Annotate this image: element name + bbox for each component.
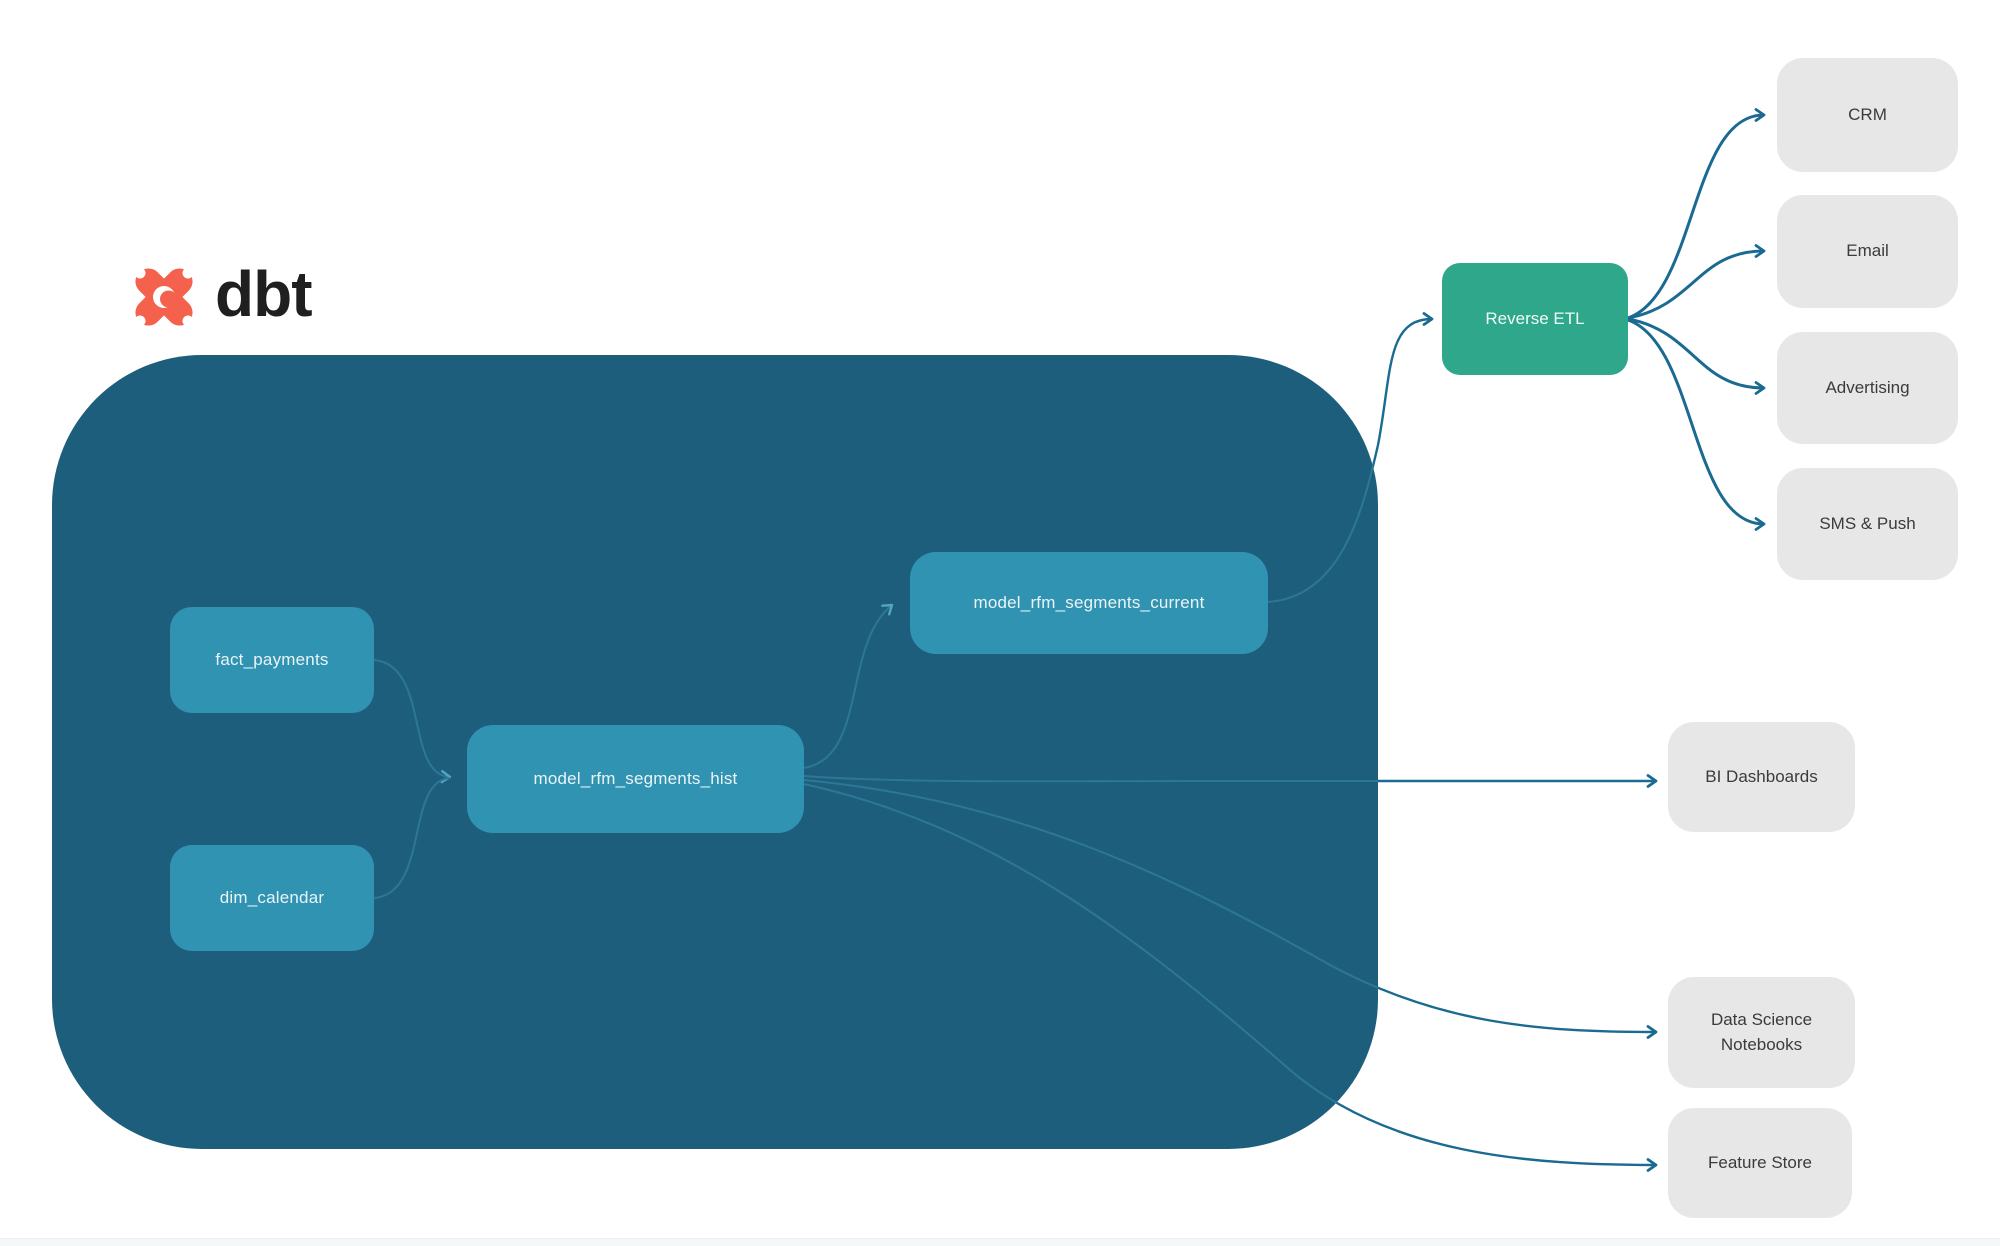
node-feature-store: Feature Store <box>1668 1108 1852 1218</box>
node-advertising: Advertising <box>1777 332 1958 444</box>
bottom-divider <box>0 1238 2000 1246</box>
node-crm-label: CRM <box>1848 104 1887 124</box>
edge-etl-to-advertising <box>1627 317 1766 395</box>
node-sms-push-label: SMS & Push <box>1819 513 1916 533</box>
node-crm: CRM <box>1777 58 1958 172</box>
node-reverse-etl: Reverse ETL <box>1442 263 1628 375</box>
node-data-science-notebooks: Data Science Notebooks <box>1668 977 1855 1088</box>
node-model-rfm-segments-hist: model_rfm_segments_hist <box>467 725 804 833</box>
dbt-logo-text: dbt <box>215 258 312 330</box>
node-reverse-etl-label: Reverse ETL <box>1485 309 1585 328</box>
node-sms-push: SMS & Push <box>1777 468 1958 580</box>
node-model-rfm-segments-current: model_rfm_segments_current <box>910 552 1268 654</box>
node-model-rfm-segments-hist-label: model_rfm_segments_hist <box>533 769 738 788</box>
node-bi-dashboards: BI Dashboards <box>1668 722 1855 832</box>
node-dim-calendar: dim_calendar <box>170 845 374 951</box>
node-feature-store-label: Feature Store <box>1708 1152 1812 1172</box>
node-data-science-notebooks-label: Data Science Notebooks <box>1710 1009 1813 1054</box>
dbt-logo: dbt <box>125 258 312 336</box>
edge-etl-to-sms <box>1627 318 1766 531</box>
node-advertising-label: Advertising <box>1825 377 1910 397</box>
edge-etl-to-crm <box>1627 108 1766 320</box>
edge-etl-to-email <box>1627 244 1766 320</box>
node-fact-payments-label: fact_payments <box>215 650 329 669</box>
node-dim-calendar-label: dim_calendar <box>219 888 325 907</box>
dbt-logo-icon <box>125 258 203 336</box>
node-fact-payments: fact_payments <box>170 607 374 713</box>
node-bi-dashboards-label: BI Dashboards <box>1705 766 1818 786</box>
node-email-label: Email <box>1846 241 1889 261</box>
node-email: Email <box>1777 195 1958 308</box>
node-model-rfm-segments-current-label: model_rfm_segments_current <box>973 593 1205 612</box>
